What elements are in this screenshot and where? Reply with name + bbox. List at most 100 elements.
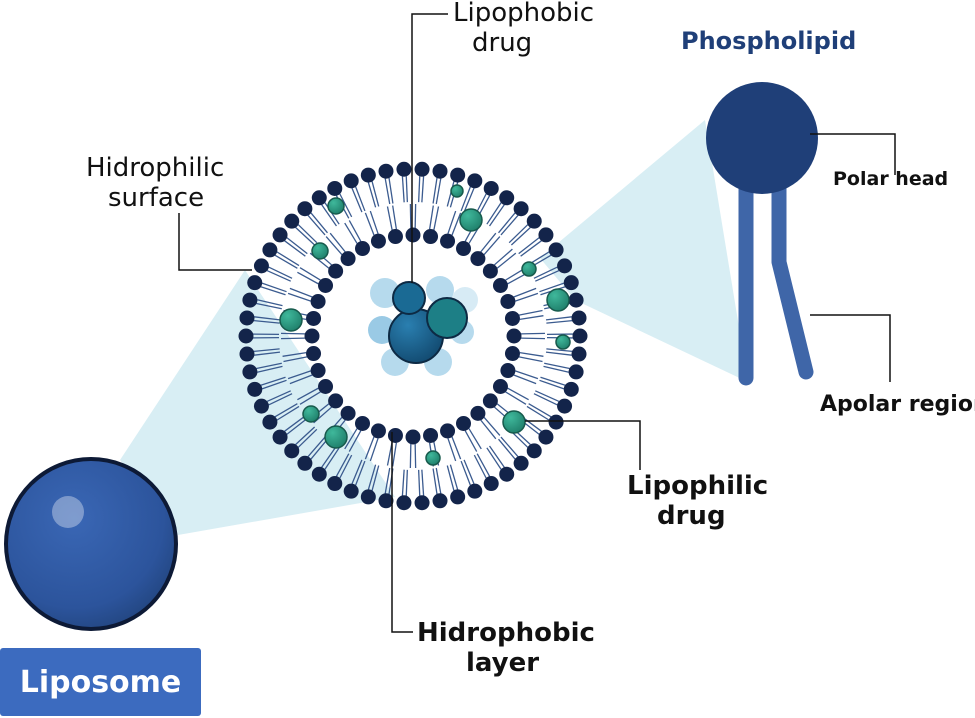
lipid-bilayer	[238, 161, 588, 511]
lipid-tail	[283, 356, 308, 363]
lipid-tail	[463, 187, 475, 213]
lipid-tail	[435, 178, 442, 205]
lipid-tail	[299, 391, 321, 405]
lipophilic-drug-molecules	[279, 184, 571, 466]
label-hydrophilic-surface-line1: Hidrophilic	[86, 153, 224, 183]
lipophilic-drug-molecule	[459, 208, 483, 232]
lipid-tail	[520, 240, 542, 257]
lipid-tail	[254, 316, 281, 321]
lipophilic-drug-molecule	[502, 410, 526, 434]
lipid-head	[450, 167, 466, 183]
lipid-tail	[282, 351, 307, 357]
lipid-tail	[533, 266, 558, 279]
lipid-tail	[500, 214, 519, 236]
lipid-tail	[460, 460, 472, 486]
lipid-tail	[508, 224, 529, 244]
lipid-head	[328, 263, 344, 279]
lipid-tail	[257, 365, 283, 373]
liposome-label: Liposome	[19, 664, 182, 700]
lipid-tail	[348, 220, 362, 242]
lipid-head	[370, 233, 386, 249]
lipid-tail	[287, 292, 312, 302]
lipid-tail	[447, 437, 457, 462]
lipid-tail	[540, 376, 566, 386]
lipid-head	[343, 483, 359, 499]
lipid-tail	[417, 176, 421, 203]
lipid-tail	[546, 348, 573, 353]
lipid-head	[340, 251, 356, 267]
lipid-tail	[498, 212, 516, 234]
lipid-tail	[335, 453, 350, 477]
lipid-tail	[460, 186, 472, 212]
lipid-tail	[405, 469, 409, 496]
label-lipophobic-drug-line1: Lipophobic	[453, 0, 594, 28]
lipid-tail	[435, 467, 442, 494]
lipid-head	[548, 242, 564, 258]
lipid-head	[504, 346, 520, 362]
lipid-head	[456, 241, 471, 257]
lipid-tail	[480, 232, 497, 253]
lipid-head	[387, 427, 403, 443]
lipid-tail	[364, 436, 375, 460]
lipid-tail	[371, 465, 380, 491]
lipid-head	[318, 379, 334, 394]
lipid-tail	[321, 204, 338, 227]
lipid-head	[297, 455, 313, 471]
lipid-head	[238, 328, 254, 344]
lipid-head	[568, 292, 584, 308]
lipid-head	[483, 180, 499, 196]
lipid-tail	[421, 469, 425, 496]
lipid-head	[548, 414, 564, 430]
lipid-tail	[401, 176, 405, 203]
lipid-tail	[488, 445, 505, 468]
lipid-head	[432, 493, 448, 509]
lipid-head	[360, 167, 376, 183]
lipid-tail	[354, 186, 366, 212]
lipid-tail	[295, 426, 316, 446]
lipid-tail	[546, 319, 573, 324]
lipophilic-drug-molecule	[302, 405, 320, 423]
core-molecule	[392, 281, 426, 315]
lipid-head	[414, 495, 430, 511]
lipid-tail	[371, 181, 380, 207]
lipid-tail	[260, 286, 286, 296]
lipid-head	[253, 398, 269, 414]
lipid-tail	[287, 370, 312, 380]
lipid-tail	[446, 181, 455, 207]
lipid-tail	[339, 193, 353, 218]
lipophilic-drug-molecule	[327, 197, 345, 215]
lipid-tail	[500, 436, 519, 458]
lipid-tail	[543, 365, 569, 373]
lipid-tail	[405, 176, 409, 203]
label-polar-head: Polar head	[833, 168, 948, 190]
lipid-tail	[535, 269, 560, 282]
lipid-head	[526, 443, 542, 459]
lipid-head	[396, 495, 412, 511]
lipid-tail	[268, 266, 293, 279]
lipid-head	[284, 213, 300, 229]
lipid-head	[405, 227, 421, 243]
lipid-tail	[274, 254, 298, 269]
lipid-tail	[401, 469, 405, 496]
lipophilic-drug-molecule	[555, 334, 571, 350]
leader-lines	[178, 13, 896, 633]
lipid-head	[572, 328, 588, 344]
lipid-head	[297, 201, 313, 217]
lipid-tail	[544, 362, 570, 370]
lipid-tail	[344, 428, 358, 450]
lipophilic-drug-molecule	[311, 242, 329, 260]
lipid-tail	[268, 393, 293, 406]
lipid-head	[405, 429, 421, 445]
lipid-tail	[545, 351, 572, 356]
label-hydrophobic-layer-line1: Hidrophobic	[417, 618, 595, 648]
label-lipophilic-drug-line1: Lipophilic	[627, 471, 768, 501]
lipid-head	[327, 180, 343, 196]
lipid-tail	[519, 351, 544, 357]
lipid-head	[571, 346, 587, 362]
lipid-tail	[473, 454, 487, 479]
lipid-head	[504, 310, 520, 326]
lipid-tail	[254, 351, 281, 356]
lipid-head	[470, 251, 486, 267]
lipid-tail	[417, 469, 421, 496]
lipid-tail	[446, 465, 455, 491]
